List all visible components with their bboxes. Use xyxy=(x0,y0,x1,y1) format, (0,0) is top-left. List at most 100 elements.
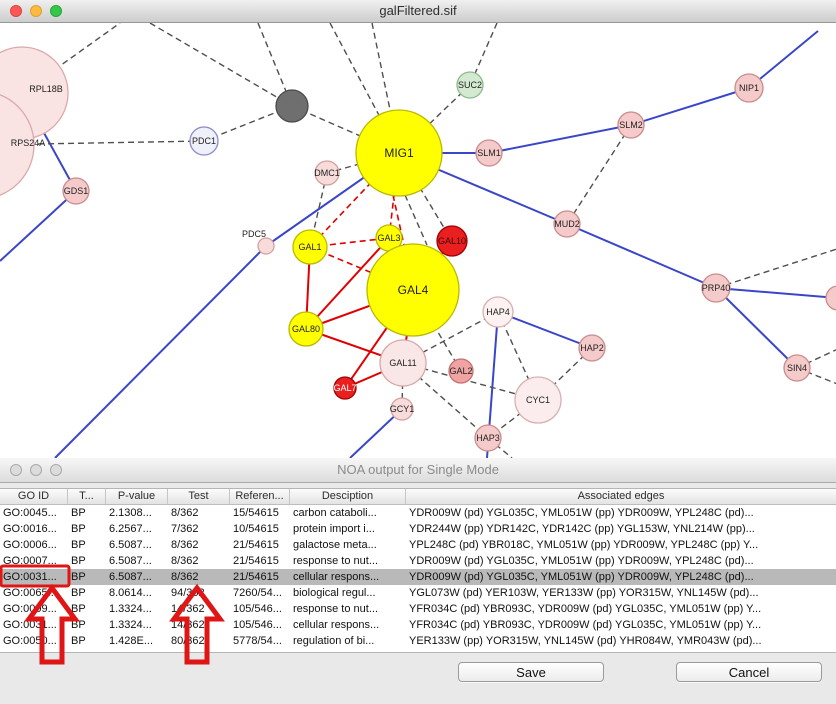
table-row[interactable]: GO:0009...BP1.3324...14/362105/546...res… xyxy=(0,601,836,617)
table-cell: 8/362 xyxy=(168,537,230,553)
table-cell: 6.5087... xyxy=(106,553,168,569)
zoom-icon[interactable] xyxy=(50,464,62,476)
network-window-titlebar[interactable]: galFiltered.sif xyxy=(0,0,836,23)
node-GAL10[interactable]: GAL10 xyxy=(437,226,467,256)
table-row[interactable]: GO:0065...BP8.0614...94/3627260/54...bio… xyxy=(0,585,836,601)
table-row[interactable]: GO:0045...BP2.1308...8/36215/54615carbon… xyxy=(0,505,836,521)
table-row[interactable]: GO:0031...BP1.3324...14/362105/546...cel… xyxy=(0,617,836,633)
node-GAL1[interactable]: GAL1 xyxy=(293,230,327,264)
table-cell: cellular respons... xyxy=(290,569,406,585)
node-HAP4[interactable]: HAP4 xyxy=(483,297,513,327)
table-cell: GO:0016... xyxy=(0,521,68,537)
table-cell: 14/362 xyxy=(168,601,230,617)
node-label: HAP3 xyxy=(476,433,500,443)
table-cell: 2.1308... xyxy=(106,505,168,521)
node-HAP3[interactable]: HAP3 xyxy=(475,425,501,451)
node-label: SLM1 xyxy=(477,148,501,158)
node-label: GAL11 xyxy=(389,358,416,368)
node-SLM1[interactable]: SLM1 xyxy=(476,140,502,166)
save-button[interactable]: Save xyxy=(458,662,604,682)
node-label: NIP1 xyxy=(739,83,759,93)
network-window-title: galFiltered.sif xyxy=(379,3,456,18)
node-GAL7[interactable]: GAL7 xyxy=(333,377,356,399)
table-row[interactable]: GO:0016...BP6.2567...7/36210/54615protei… xyxy=(0,521,836,537)
table-cell: GO:0031... xyxy=(0,569,68,585)
table-cell: 1.3324... xyxy=(106,617,168,633)
table-cell: 7260/54... xyxy=(230,585,290,601)
node-PDC1[interactable]: PDC1 xyxy=(190,127,218,155)
node-CYC1[interactable]: CYC1 xyxy=(515,377,561,423)
network-edge xyxy=(489,125,631,153)
network-edge xyxy=(0,191,76,261)
node-GAL11[interactable]: GAL11 xyxy=(380,340,426,386)
column-header[interactable]: Referen... xyxy=(230,489,290,504)
zoom-icon[interactable] xyxy=(50,5,62,17)
node-HAP2[interactable]: HAP2 xyxy=(579,335,605,361)
column-header[interactable]: GO ID xyxy=(0,489,68,504)
table-cell: BP xyxy=(68,505,106,521)
noa-window-titlebar[interactable]: NOA output for Single Mode xyxy=(0,458,836,483)
table-header-row: GO IDT...P-valueTestReferen...Desciption… xyxy=(0,489,836,505)
table-cell: YDR009W (pd) YGL035C, YML051W (pp) YDR00… xyxy=(406,505,836,521)
table-cell: response to nut... xyxy=(290,601,406,617)
table-cell: YPL248C (pd) YBR018C, YML051W (pp) YDR00… xyxy=(406,537,836,553)
node-unlabeled[interactable] xyxy=(826,286,836,310)
node-GAL80[interactable]: GAL80 xyxy=(289,312,323,346)
table-cell: 5778/54... xyxy=(230,633,290,649)
table-cell: biological regul... xyxy=(290,585,406,601)
table-cell: regulation of bi... xyxy=(290,633,406,649)
table-cell: GO:0045... xyxy=(0,505,68,521)
table-cell: GO:0031... xyxy=(0,617,68,633)
network-canvas[interactable]: RPL18BRPS24AGDS1PDC1MIG1SUC2SLM1SLM2NIP1… xyxy=(0,23,836,458)
close-icon[interactable] xyxy=(10,464,22,476)
node-MIG1[interactable]: MIG1 xyxy=(356,110,442,196)
table-cell: GO:0065... xyxy=(0,585,68,601)
node-label: PDC1 xyxy=(192,136,216,146)
table-row[interactable]: GO:0050...BP1.428E...80/3625778/54...reg… xyxy=(0,633,836,649)
node-unlabeled[interactable] xyxy=(276,90,308,122)
column-header[interactable]: T... xyxy=(68,489,106,504)
close-icon[interactable] xyxy=(10,5,22,17)
node-PRP40[interactable]: PRP40 xyxy=(702,274,731,302)
node-GCY1[interactable]: GCY1 xyxy=(390,398,415,420)
node-MUD2[interactable]: MUD2 xyxy=(554,211,580,237)
column-header[interactable]: Test xyxy=(168,489,230,504)
node-label: GAL2 xyxy=(449,366,472,376)
table-cell: 94/362 xyxy=(168,585,230,601)
table-cell: 14/362 xyxy=(168,617,230,633)
table-cell: BP xyxy=(68,537,106,553)
table-cell: 8/362 xyxy=(168,553,230,569)
table-cell: 80/362 xyxy=(168,633,230,649)
minimize-icon[interactable] xyxy=(30,464,42,476)
table-cell: BP xyxy=(68,553,106,569)
node-label: PRP40 xyxy=(702,283,731,293)
table-row[interactable]: GO:0006...BP6.5087...8/36221/54615galact… xyxy=(0,537,836,553)
node-label: HAP4 xyxy=(486,307,510,317)
table-cell: GO:0006... xyxy=(0,537,68,553)
cancel-button[interactable]: Cancel xyxy=(676,662,822,682)
minimize-icon[interactable] xyxy=(30,5,42,17)
table-cell: GO:0050... xyxy=(0,633,68,649)
column-header[interactable]: P-value xyxy=(106,489,168,504)
table-cell: 1.3324... xyxy=(106,601,168,617)
node-SIN4[interactable]: SIN4 xyxy=(784,355,810,381)
node-GAL4[interactable]: GAL4 xyxy=(367,244,459,336)
column-header[interactable]: Associated edges xyxy=(406,489,836,504)
table-row[interactable]: GO:0007...BP6.5087...8/36221/54615respon… xyxy=(0,553,836,569)
table-row[interactable]: GO:0031...BP6.5087...8/36221/54615cellul… xyxy=(0,569,836,585)
node-DMC1[interactable]: DMC1 xyxy=(314,161,340,185)
network-edge xyxy=(631,88,749,125)
node-GAL2[interactable]: GAL2 xyxy=(449,359,473,383)
node-GDS1[interactable]: GDS1 xyxy=(63,178,89,204)
column-header[interactable]: Desciption xyxy=(290,489,406,504)
table-cell: 105/546... xyxy=(230,617,290,633)
table-cell: 21/54615 xyxy=(230,537,290,553)
noa-window-title: NOA output for Single Mode xyxy=(337,462,499,477)
node-NIP1[interactable]: NIP1 xyxy=(735,74,763,102)
node-SUC2[interactable]: SUC2 xyxy=(457,72,483,98)
node-label: GAL10 xyxy=(438,236,466,246)
table-cell: 1.428E... xyxy=(106,633,168,649)
network-edge xyxy=(567,125,631,224)
node-PDC5[interactable]: PDC5 xyxy=(242,229,274,254)
node-SLM2[interactable]: SLM2 xyxy=(618,112,644,138)
